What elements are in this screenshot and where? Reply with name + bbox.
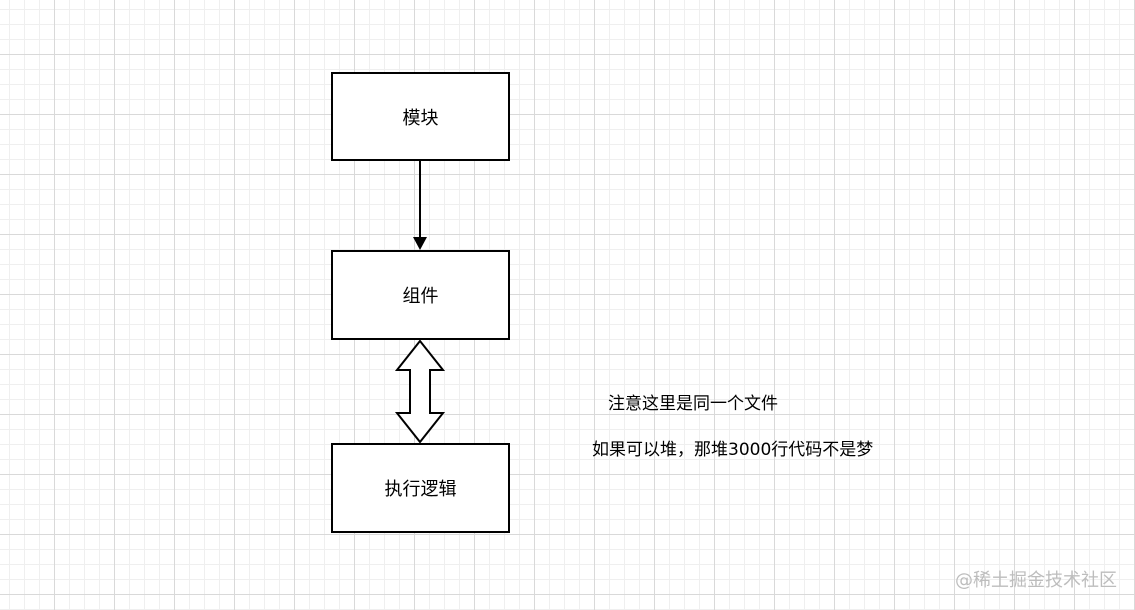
node-component-label: 组件: [402, 286, 439, 307]
note-same-file: 注意这里是同一个文件: [608, 394, 778, 414]
note-3000-lines: 如果可以堆，那堆3000行代码不是梦: [592, 440, 874, 460]
component-logic-double-arrow: [394, 339, 446, 444]
node-component[interactable]: 组件: [331, 250, 510, 340]
module-to-component-arrowhead: [413, 237, 427, 250]
node-logic-label: 执行逻辑: [384, 479, 457, 500]
watermark: @稀土掘金技术社区: [955, 570, 1117, 591]
node-module-label: 模块: [402, 107, 439, 129]
node-logic[interactable]: 执行逻辑: [331, 443, 510, 533]
node-module[interactable]: 模块: [331, 72, 510, 161]
